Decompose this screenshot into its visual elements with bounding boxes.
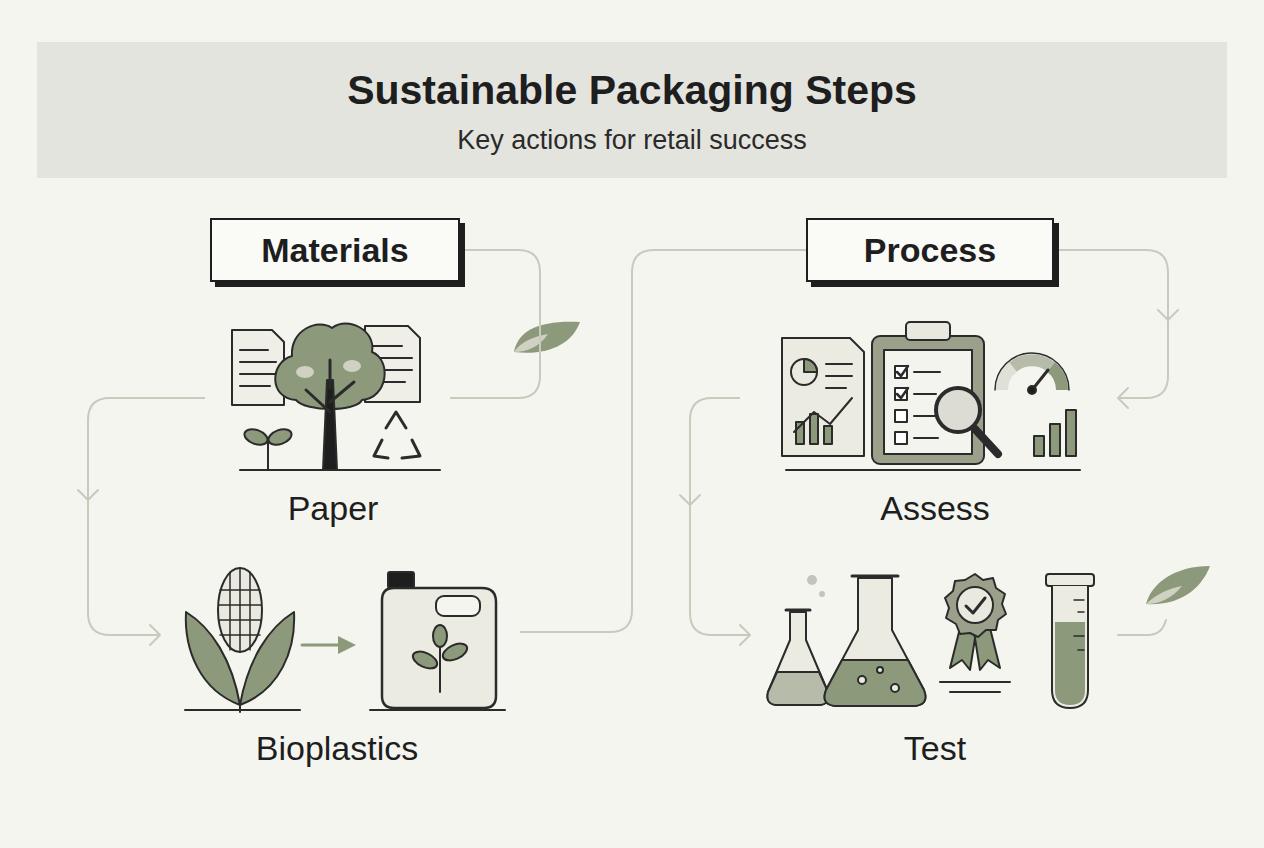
- step-label: Assess: [880, 488, 990, 528]
- section-header: Materials: [261, 231, 408, 270]
- arrowhead: [150, 625, 160, 645]
- section-header-box: Materials: [210, 218, 460, 282]
- paper-icon: [232, 324, 440, 470]
- bioplastics-icon: [185, 568, 505, 712]
- step-label: Bioplastics: [256, 728, 419, 768]
- arrowhead: [1118, 388, 1128, 408]
- step-item: Test: [750, 560, 1115, 772]
- step-label: Paper: [288, 488, 379, 528]
- assess-icon: [782, 322, 1080, 470]
- step-item: Bioplastics: [160, 560, 520, 772]
- subtitle: Key actions for retail success: [0, 124, 1264, 156]
- flow-connector: [450, 250, 540, 398]
- flow-connector: [78, 398, 205, 645]
- step-item: Assess: [740, 318, 1118, 538]
- flow-connector: [520, 250, 806, 632]
- connector-tail: [1118, 620, 1166, 635]
- connector-line: [520, 250, 806, 632]
- flow-connector: [1054, 250, 1178, 408]
- step-item: Paper: [205, 318, 450, 538]
- connector-line: [1054, 250, 1168, 398]
- leaf-icon: [1146, 566, 1210, 604]
- connector-line: [450, 250, 540, 398]
- flow-connector: [680, 398, 750, 645]
- section-header-box: Process: [806, 218, 1054, 282]
- test-icon: [767, 574, 1094, 708]
- arrowhead: [78, 490, 98, 500]
- diagram-title: Sustainable Packaging Steps: [0, 66, 1264, 114]
- arrowhead: [680, 495, 700, 505]
- leaf-icon: [514, 322, 580, 353]
- connector-line: [88, 398, 205, 635]
- arrowhead: [740, 625, 750, 645]
- connector-line: [690, 398, 750, 635]
- arrowhead: [1158, 310, 1178, 320]
- section-header: Process: [864, 231, 996, 270]
- step-label: Test: [904, 728, 966, 768]
